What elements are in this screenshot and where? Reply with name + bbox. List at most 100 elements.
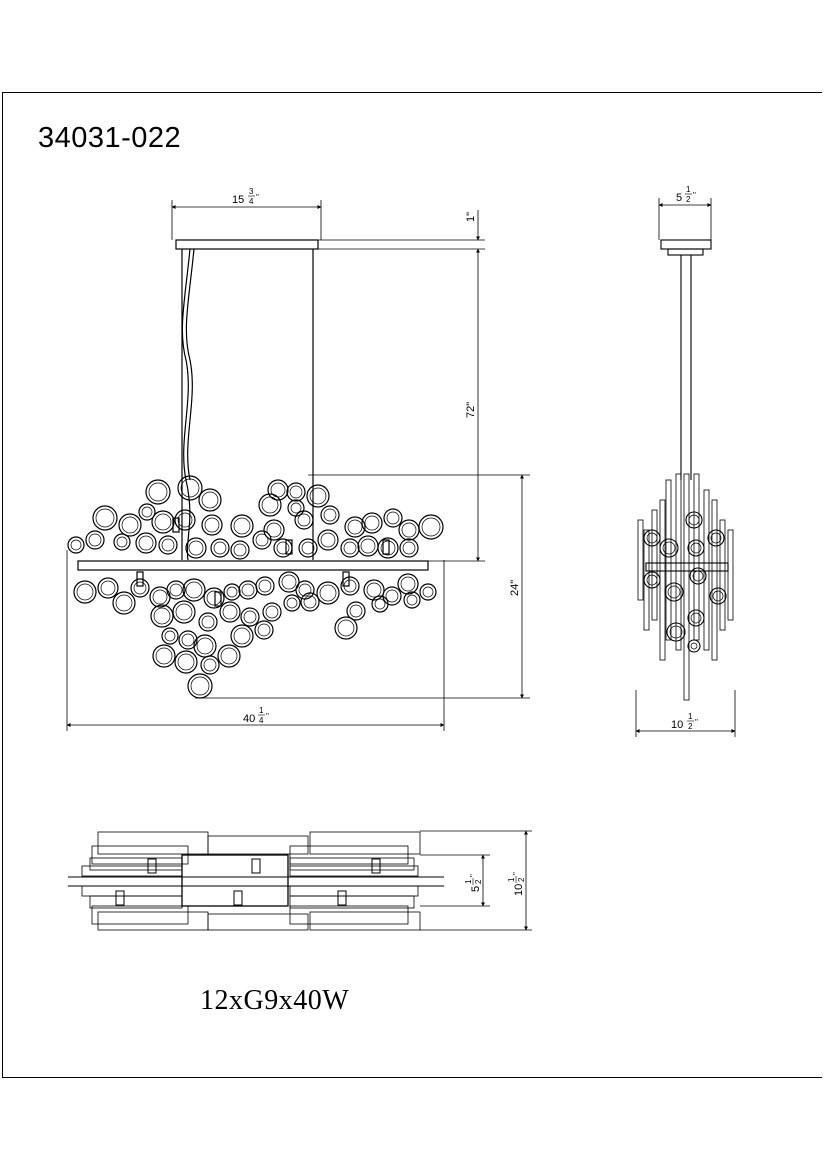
glass-plate bbox=[91, 905, 189, 925]
lamp-spec: 12xG9x40W bbox=[200, 985, 350, 1016]
glass-ring bbox=[286, 482, 306, 502]
glass-strip bbox=[637, 519, 644, 601]
glass-ring bbox=[418, 514, 444, 540]
power-cord bbox=[181, 248, 191, 561]
glass-ring bbox=[262, 602, 282, 622]
glass-strip bbox=[665, 479, 672, 641]
glass-ring bbox=[666, 622, 686, 642]
glass-ring bbox=[397, 573, 419, 595]
glass-ring bbox=[317, 529, 339, 551]
glass-ring bbox=[201, 514, 223, 536]
label-canopy-width: 15 3 4 " bbox=[232, 187, 259, 206]
label-side-width: 10 1 2 " bbox=[671, 712, 698, 731]
glass-ring bbox=[230, 514, 254, 538]
glass-strip bbox=[693, 473, 700, 641]
glass-ring bbox=[346, 601, 366, 621]
glass-ring bbox=[255, 576, 275, 596]
svg-text:10: 10 bbox=[671, 719, 683, 731]
svg-text:": " bbox=[256, 193, 259, 202]
glass-ring bbox=[707, 529, 725, 547]
glass-plate bbox=[289, 885, 419, 897]
glass-ring bbox=[371, 595, 389, 613]
glass-ring bbox=[363, 579, 385, 601]
glass-ring bbox=[287, 499, 305, 517]
glass-ring bbox=[687, 609, 705, 627]
glass-ring bbox=[198, 612, 218, 632]
glass-ring bbox=[187, 673, 213, 699]
svg-text:3: 3 bbox=[249, 187, 254, 196]
bulb-socket bbox=[172, 517, 180, 533]
svg-text:2: 2 bbox=[688, 722, 693, 731]
glass-ring bbox=[161, 627, 179, 645]
label-fixture-length: 40 1 4 " bbox=[243, 706, 269, 725]
front-view bbox=[67, 239, 444, 699]
glass-ring bbox=[217, 644, 241, 668]
glass-ring bbox=[135, 532, 157, 554]
glass-ring bbox=[172, 600, 196, 624]
glass-ring bbox=[340, 538, 360, 558]
glass-ring bbox=[174, 509, 196, 531]
glass-ring bbox=[399, 538, 419, 558]
side-view bbox=[637, 239, 734, 701]
model-number: 34031-022 bbox=[38, 122, 182, 154]
bulb-socket bbox=[382, 539, 390, 555]
glass-plate bbox=[289, 865, 419, 877]
svg-text:2: 2 bbox=[686, 195, 691, 204]
glass-ring bbox=[419, 583, 437, 601]
svg-text:": " bbox=[512, 872, 521, 875]
glass-strip bbox=[719, 519, 726, 631]
glass-plate bbox=[289, 895, 415, 909]
glass-ring bbox=[320, 505, 340, 525]
glass-ring bbox=[113, 533, 131, 551]
glass-ring bbox=[97, 577, 119, 599]
glass-strip bbox=[703, 489, 710, 651]
label-top-outer-width: 10 1 2 " bbox=[507, 872, 526, 896]
glass-plate bbox=[207, 835, 309, 855]
glass-plate bbox=[207, 913, 309, 931]
glass-ring bbox=[166, 580, 186, 600]
glass-ring bbox=[219, 601, 241, 623]
svg-text:1: 1 bbox=[686, 185, 691, 194]
glass-ring bbox=[67, 536, 85, 554]
glass-ring bbox=[685, 511, 703, 529]
glass-ring bbox=[258, 493, 282, 517]
glass-strip bbox=[675, 473, 682, 651]
glass-ring bbox=[278, 571, 300, 593]
glass-ring bbox=[178, 630, 198, 650]
glass-ring bbox=[283, 594, 301, 612]
bulb-socket bbox=[371, 858, 381, 874]
top-dimensions bbox=[420, 830, 532, 931]
svg-text:5: 5 bbox=[676, 192, 682, 204]
glass-ring bbox=[403, 591, 421, 609]
svg-text:1: 1 bbox=[464, 879, 473, 884]
glass-ring bbox=[200, 655, 220, 675]
bulb-socket bbox=[136, 571, 144, 587]
glass-ring bbox=[252, 530, 272, 550]
glass-ring bbox=[263, 519, 285, 541]
glass-ring bbox=[300, 592, 320, 612]
glass-ring bbox=[185, 537, 207, 559]
bulb-socket bbox=[115, 890, 125, 906]
glass-ring bbox=[344, 516, 366, 538]
glass-ring bbox=[298, 538, 318, 558]
glass-plate bbox=[91, 845, 189, 865]
glass-strip bbox=[659, 499, 666, 661]
glass-plate bbox=[81, 865, 183, 877]
glass-ring bbox=[377, 537, 399, 559]
svg-text:5: 5 bbox=[470, 886, 482, 892]
svg-text:1: 1 bbox=[688, 712, 693, 721]
glass-ring bbox=[687, 539, 705, 557]
glass-strip bbox=[711, 499, 718, 661]
side-canopy bbox=[660, 239, 712, 250]
svg-text:": " bbox=[693, 191, 696, 200]
glass-ring bbox=[174, 650, 198, 674]
glass-strip bbox=[651, 509, 658, 621]
bulb-socket bbox=[337, 890, 347, 906]
glass-ring bbox=[659, 538, 679, 558]
glass-ring bbox=[158, 535, 178, 555]
glass-ring bbox=[383, 508, 403, 528]
side-rings bbox=[643, 511, 727, 653]
svg-text:4: 4 bbox=[259, 716, 264, 725]
glass-plate bbox=[289, 857, 415, 871]
